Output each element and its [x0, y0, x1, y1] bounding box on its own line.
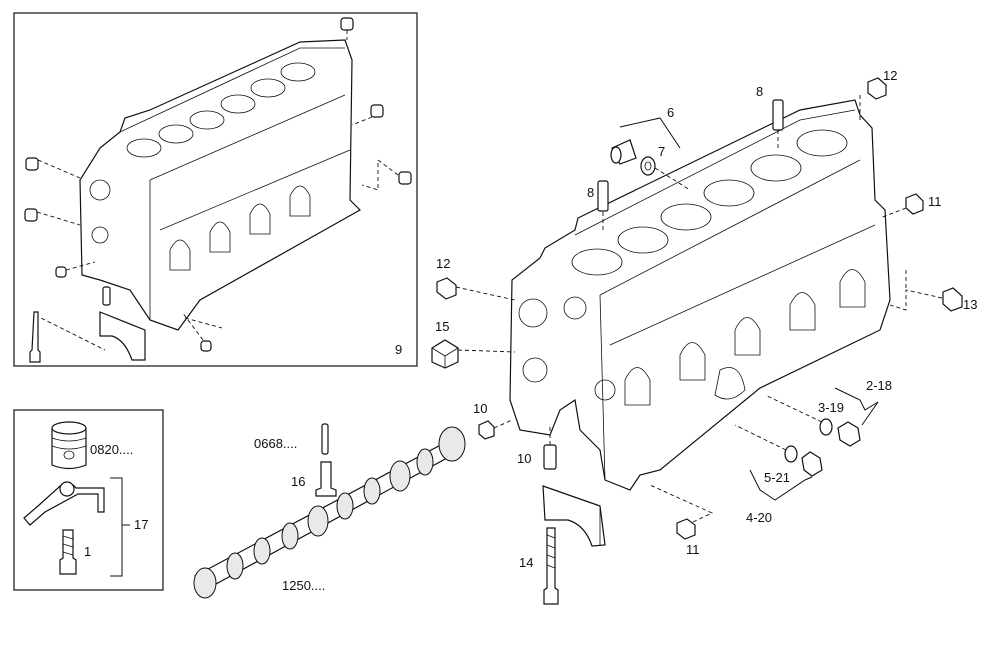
label-group-2-18: 2-18 [866, 378, 892, 393]
label-item-5-21: 5-21 [764, 470, 790, 485]
piston-group [23, 421, 105, 575]
piston-group-frame [13, 409, 164, 591]
label-plug-bottom: 11 [686, 542, 700, 557]
pushrod [321, 423, 329, 455]
bracket-2-18-lead [861, 401, 879, 426]
label-pushrod-code: 0668.... [254, 436, 297, 451]
label-camshaft-code: 1250.... [282, 578, 325, 593]
label-plug-right: 11 [928, 194, 942, 209]
bracket-2-18 [834, 387, 879, 411]
bracket-group-17 [110, 477, 123, 577]
label-dowel-top: 8 [756, 84, 763, 99]
label-piston-code: 0820.... [90, 442, 133, 457]
label-plug-front: 10 [473, 401, 487, 416]
label-plug-15: 15 [435, 319, 449, 334]
label-tappet-16: 16 [291, 474, 305, 489]
label-group-17: 17 [134, 517, 148, 532]
inset-small-parts [24, 17, 412, 363]
label-inset-block: 9 [395, 342, 402, 357]
main-small-parts [431, 77, 963, 605]
label-group-4-20: 4-20 [746, 510, 772, 525]
bracket-group-6 [619, 117, 681, 149]
main-engine-block [509, 99, 891, 491]
label-plug-13: 13 [963, 297, 977, 312]
camshaft [193, 426, 466, 599]
label-bushing-10: 10 [517, 451, 531, 466]
label-dowel-mid: 8 [587, 185, 594, 200]
tappet [315, 461, 337, 497]
label-washer-7: 7 [658, 144, 665, 159]
inset-engine-block [79, 39, 361, 331]
label-bolt-1: 1 [84, 544, 91, 559]
inset-frame [13, 12, 418, 367]
label-plug-left: 12 [436, 256, 450, 271]
label-group-6: 6 [667, 105, 674, 120]
label-bolt-14: 14 [519, 555, 533, 570]
bracket-4-20 [749, 469, 813, 501]
label-item-3-19: 3-19 [818, 400, 844, 415]
label-plug-top: 12 [883, 68, 897, 83]
